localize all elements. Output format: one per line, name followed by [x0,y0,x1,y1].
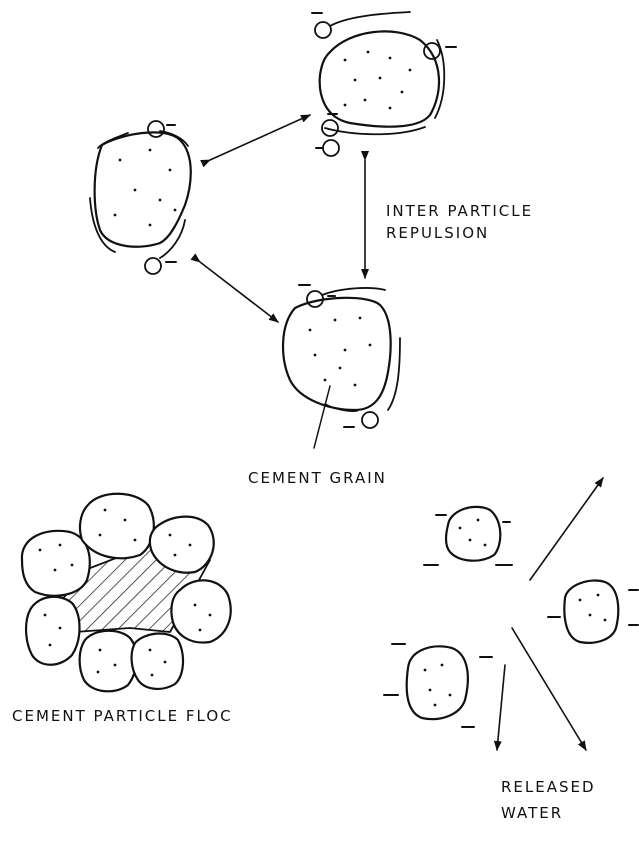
speckle-dot [54,569,57,572]
floc-particle-7 [132,634,183,689]
speckle-dot [314,354,317,357]
inter-particle-repulsion-label: INTER PARTICLE REPULSION [386,200,533,244]
speckle-dot [409,69,412,72]
cement-grain-top-right [320,12,445,134]
speckle-dot [449,694,452,697]
speckle-dot [324,379,327,382]
water-arrow-up [530,478,603,580]
repulsion-label-line1: INTER PARTICLE [386,200,533,222]
speckle-dot [149,649,152,652]
speckle-dot [424,669,427,672]
repulsion-label-line2: REPULSION [386,222,533,244]
speckle-dot [604,619,607,622]
cement-grain-label: CEMENT GRAIN [248,469,387,487]
speckle-dot [99,534,102,537]
anion-top-right-1 [312,13,331,38]
dispersed-particle-1 [424,507,512,565]
speckle-dot [369,344,372,347]
dispersed-particle-2 [548,580,638,642]
speckle-dot [174,554,177,557]
speckle-dot [367,51,370,54]
speckle-dot [379,77,382,80]
anion-left-2 [145,258,176,274]
anion-top-right-4 [316,140,339,156]
released-water-label-line2: WATER [501,800,596,826]
floc-particle-2 [80,494,154,559]
speckle-dot [164,661,167,664]
speckle-dot [209,614,212,617]
speckle-dot [44,614,47,617]
cement-particle-floc-label: CEMENT PARTICLE FLOC [12,707,233,725]
speckle-dot [441,664,444,667]
speckle-dot [589,614,592,617]
speckle-dot [159,199,162,202]
water-arrow-down-right [512,628,586,750]
speckle-dot [364,99,367,102]
speckle-dot [39,549,42,552]
speckle-dot [151,674,154,677]
speckle-dot [149,224,152,227]
speckle-dot [104,509,107,512]
repulsion-arrow-left-middle [200,262,278,322]
speckle-dot [174,209,177,212]
cement-grain-middle [283,288,400,411]
speckle-dot [354,384,357,387]
water-arrow-down [497,665,505,750]
speckle-dot [71,564,74,567]
speckle-dot [401,91,404,94]
floc-particle-1 [22,531,90,596]
cement-grain-left [90,131,191,258]
speckle-dot [49,644,52,647]
floc-particle-6 [80,631,137,692]
speckle-dot [169,534,172,537]
speckle-dot [429,689,432,692]
speckle-dot [389,57,392,60]
speckle-dot [194,604,197,607]
speckle-dot [134,539,137,542]
speckle-dot [114,664,117,667]
speckle-dot [579,599,582,602]
speckle-dot [199,629,202,632]
speckle-dot [334,319,337,322]
released-water-label-line1: RELEASED [501,774,596,800]
speckle-dot [99,649,102,652]
speckle-dot [149,149,152,152]
speckle-dot [434,704,437,707]
speckle-dot [344,59,347,62]
speckle-dot [389,107,392,110]
cement-grain-pointer [314,386,330,448]
speckle-dot [469,539,472,542]
speckle-dot [597,594,600,597]
repulsion-arrow-left-top [210,115,310,160]
floc-particle-4 [171,580,230,642]
speckle-dot [97,671,100,674]
speckle-dot [344,104,347,107]
speckle-dot [459,527,462,530]
speckle-dot [59,544,62,547]
speckle-dot [354,79,357,82]
speckle-dot [339,367,342,370]
speckle-dot [59,627,62,630]
speckle-dot [119,159,122,162]
speckle-dot [344,349,347,352]
dispersed-particle-3 [384,644,492,727]
speckle-dot [189,544,192,547]
speckle-dot [484,544,487,547]
speckle-dot [477,519,480,522]
anion-middle-2 [344,412,378,428]
speckle-dot [134,189,137,192]
speckle-dot [169,169,172,172]
floc-particle-5 [26,597,79,665]
speckle-dot [309,329,312,332]
speckle-dot [359,317,362,320]
released-water-label: RELEASED WATER [501,774,596,826]
speckle-dot [114,214,117,217]
speckle-dot [124,519,127,522]
